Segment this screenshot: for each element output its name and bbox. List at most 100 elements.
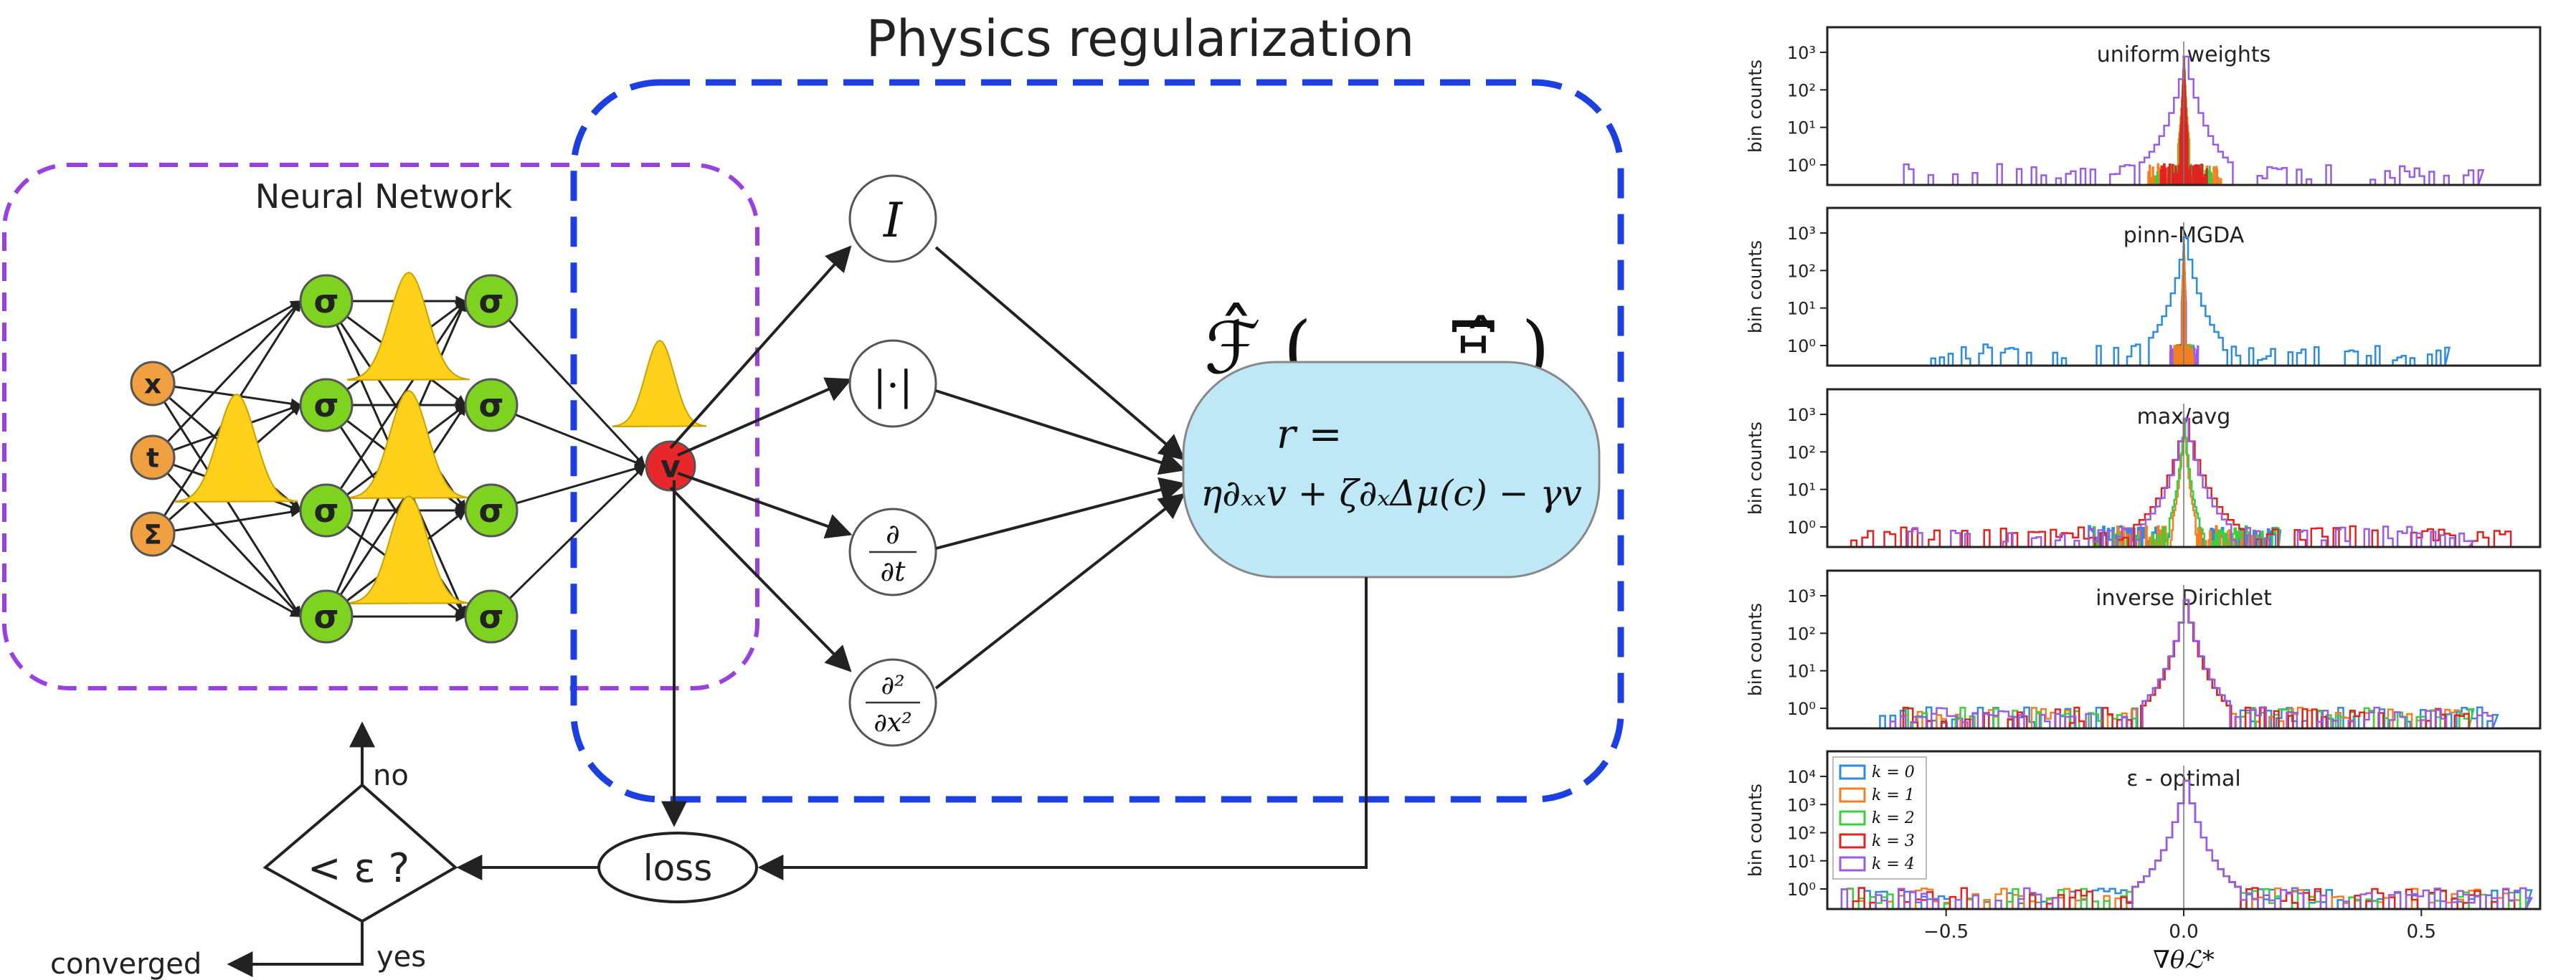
diagram-title: Physics regularization bbox=[866, 9, 1415, 68]
time-derivative-denominator: ∂t bbox=[881, 556, 906, 587]
output-node-label: v bbox=[660, 449, 681, 485]
hidden-node-label: σ bbox=[313, 386, 338, 424]
operators: I |·| ∂ ∂t ∂² ∂x² bbox=[669, 174, 1186, 747]
y-tick-label: 10² bbox=[1787, 80, 1816, 100]
hidden-node-label: σ bbox=[478, 492, 503, 530]
hidden-node: σ bbox=[464, 274, 518, 328]
neural-network-label: Neural Network bbox=[255, 177, 513, 216]
y-tick-label: 10¹ bbox=[1787, 118, 1816, 138]
legend-swatch bbox=[1839, 764, 1866, 780]
histogram-series bbox=[1898, 417, 2476, 548]
y-axis-label: bin counts bbox=[1745, 240, 1766, 333]
gaussian-bell bbox=[612, 339, 707, 428]
network-nodes: x tΣσ σ σ σ σ σ σ σ v bbox=[130, 274, 696, 644]
gaussian-bell bbox=[347, 495, 470, 605]
x-tick-label: 0.0 bbox=[2169, 921, 2198, 943]
x-tick-label: −0.5 bbox=[1923, 921, 1969, 943]
y-tick-label: 10² bbox=[1787, 824, 1816, 844]
legend-swatch bbox=[1839, 856, 1866, 872]
legend-label: k = 4 bbox=[1872, 855, 1915, 873]
histogram-series bbox=[1922, 236, 2451, 367]
second-derivative-numerator: ∂² bbox=[881, 671, 904, 700]
y-axis-label: bin counts bbox=[1745, 60, 1766, 153]
y-axis-label: bin counts bbox=[1745, 784, 1766, 877]
output-node: v bbox=[645, 440, 696, 492]
y-tick-label: 10¹ bbox=[1787, 662, 1816, 682]
legend-swatch bbox=[1839, 810, 1866, 826]
input-node-label: Σ bbox=[143, 519, 162, 551]
input-node-label: t bbox=[146, 442, 159, 474]
hidden-node: σ bbox=[464, 378, 518, 432]
legend-swatch bbox=[1839, 833, 1866, 849]
gaussian-bell bbox=[347, 389, 470, 500]
y-tick-label: 10⁴ bbox=[1787, 767, 1816, 787]
y-tick-label: 10⁰ bbox=[1787, 699, 1816, 719]
y-tick-label: 10¹ bbox=[1787, 480, 1816, 500]
legend-label: k = 1 bbox=[1872, 786, 1915, 804]
legend-label: k = 2 bbox=[1872, 809, 1915, 827]
identity-operator-label: I bbox=[883, 193, 904, 248]
x-axis-label: ∇θℒ* bbox=[2153, 946, 2215, 974]
input-node-label: x bbox=[144, 368, 161, 400]
input-node: x bbox=[130, 361, 176, 406]
input-node: t bbox=[130, 434, 176, 480]
gaussian-bell bbox=[175, 393, 298, 503]
y-tick-label: 10⁰ bbox=[1787, 156, 1816, 176]
gaussian-bell bbox=[347, 271, 470, 381]
residual-equation-rhs: η∂ₓₓv + ζ∂ₓΔμ(c) − γv bbox=[1201, 472, 1581, 514]
legend-label: k = 0 bbox=[1872, 763, 1915, 781]
hidden-node: σ bbox=[299, 483, 354, 538]
pinn-diagram: Physics regularization Neural Network x t… bbox=[2, 9, 1624, 980]
abs-operator-circle bbox=[848, 339, 937, 428]
hidden-node-label: σ bbox=[313, 492, 338, 530]
y-tick-label: 10⁰ bbox=[1787, 880, 1816, 900]
y-axis-label: bin counts bbox=[1745, 603, 1766, 696]
x-tick-label: 0.5 bbox=[2407, 921, 2436, 943]
converged-label: converged bbox=[50, 948, 202, 980]
hidden-node-label: σ bbox=[478, 282, 503, 320]
hidden-node-label: σ bbox=[478, 386, 503, 424]
y-tick-label: 10¹ bbox=[1787, 299, 1816, 319]
y-tick-label: 10³ bbox=[1787, 405, 1816, 425]
y-tick-label: 10⁰ bbox=[1787, 518, 1816, 538]
y-tick-label: 10² bbox=[1787, 261, 1816, 281]
hidden-node-label: σ bbox=[313, 282, 338, 320]
y-tick-label: 10³ bbox=[1787, 224, 1816, 244]
loss-label: loss bbox=[643, 847, 713, 889]
histogram-series bbox=[1875, 599, 2498, 730]
residual-equation-lhs: r = bbox=[1277, 411, 1343, 458]
y-tick-label: 10³ bbox=[1787, 43, 1816, 63]
y-axis-label: bin counts bbox=[1745, 422, 1766, 515]
input-node: Σ bbox=[130, 511, 176, 557]
physics-regularization-box bbox=[570, 79, 1624, 803]
legend-label: k = 3 bbox=[1872, 832, 1915, 850]
decision-label: < ε ? bbox=[308, 845, 410, 892]
hidden-node-label: σ bbox=[478, 598, 503, 636]
y-tick-label: 10² bbox=[1787, 442, 1816, 462]
hidden-node-label: σ bbox=[313, 598, 338, 636]
abs-operator-label: |·| bbox=[873, 363, 913, 409]
y-tick-label: 10³ bbox=[1787, 586, 1816, 606]
hidden-node: σ bbox=[464, 589, 518, 644]
legend-swatch bbox=[1839, 787, 1866, 803]
hidden-node: σ bbox=[299, 378, 354, 432]
y-tick-label: 10⁰ bbox=[1787, 336, 1816, 356]
legend: k = 0 k = 1 k = 2 k = 3 k = 4 bbox=[1832, 756, 1927, 880]
hidden-node: σ bbox=[299, 274, 354, 328]
y-tick-label: 10¹ bbox=[1787, 852, 1816, 872]
hidden-node: σ bbox=[464, 483, 518, 538]
yes-label: yes bbox=[377, 941, 426, 974]
residual-box bbox=[1182, 361, 1601, 579]
gaussian-distributions bbox=[175, 271, 707, 605]
y-tick-label: 10² bbox=[1787, 624, 1816, 644]
hidden-node: σ bbox=[299, 589, 354, 644]
no-label: no bbox=[373, 759, 409, 792]
y-tick-label: 10³ bbox=[1787, 795, 1816, 815]
